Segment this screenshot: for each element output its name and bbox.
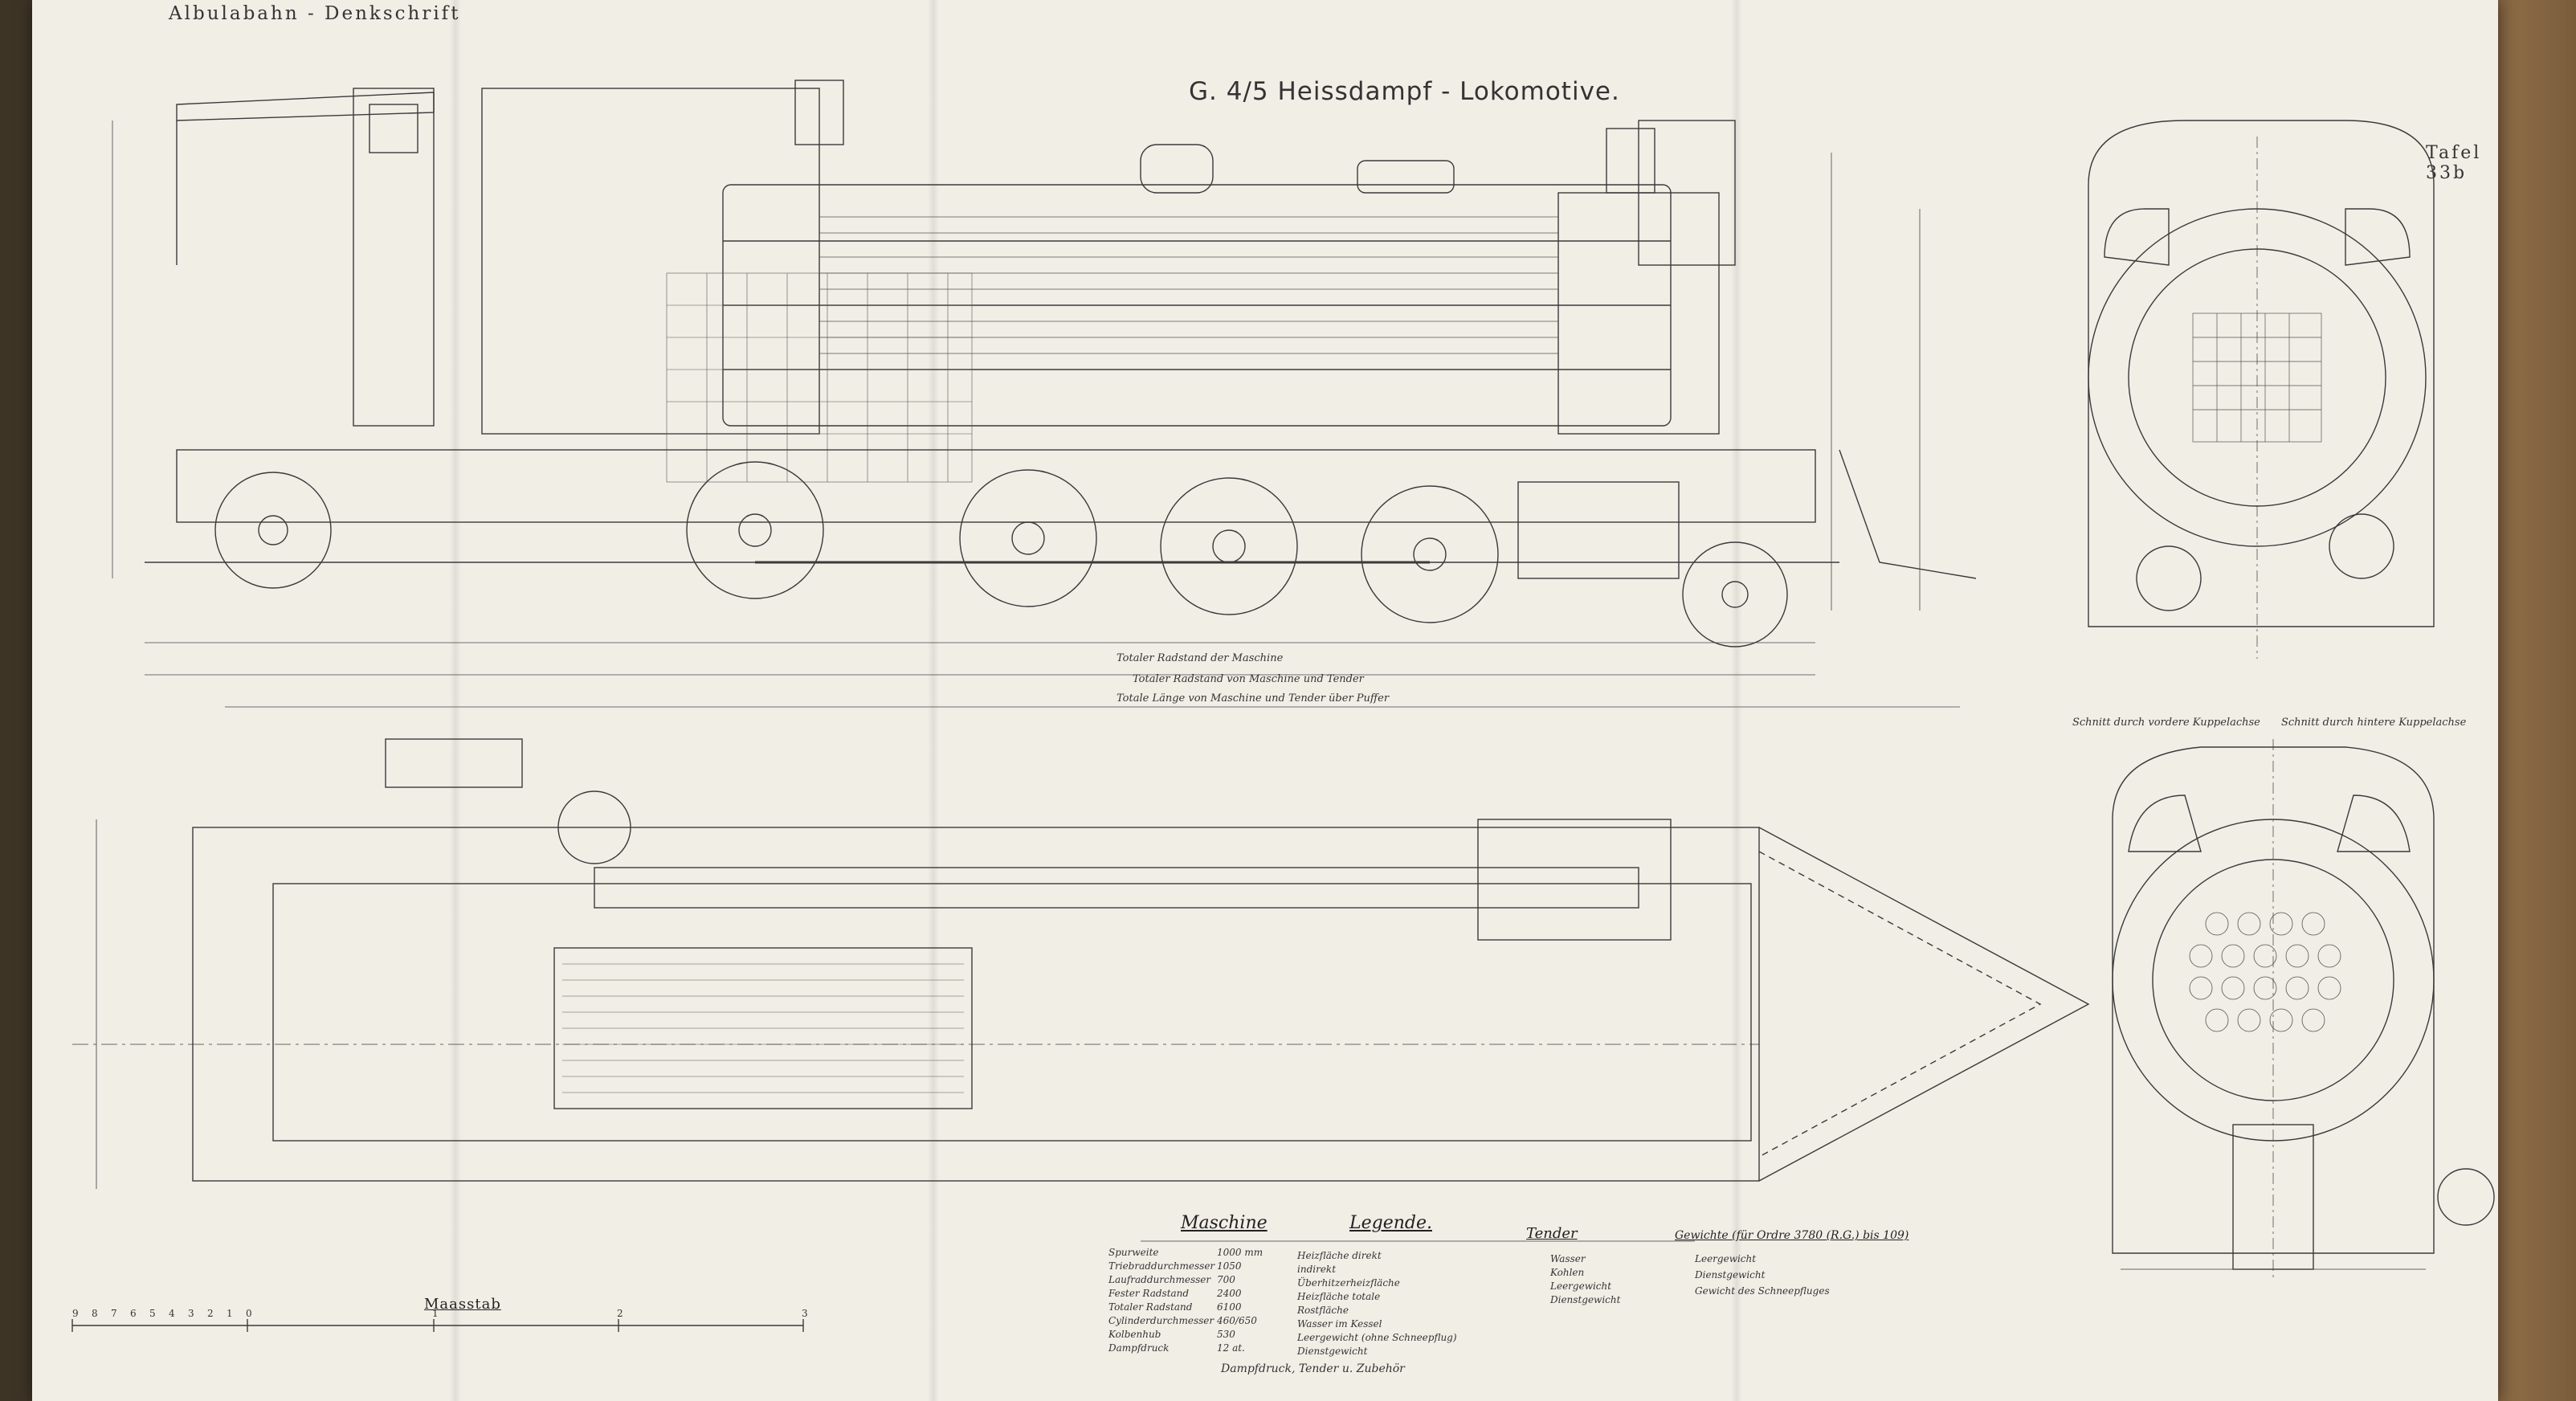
scale-tick-label: 3 [802, 1308, 808, 1319]
series-header: Albulabahn - Denkschrift [169, 3, 461, 24]
legend-maschine-row-value: 2400 [1217, 1288, 1242, 1299]
scale-tick-label: 2 [617, 1308, 623, 1319]
legend-maschine-row: Laufraddurchmesser [1108, 1274, 1211, 1285]
wheelbase-loco-caption: Totaler Radstand der Maschine [1117, 652, 1284, 664]
fold-line [928, 0, 939, 1401]
legend-weights-row: Dienstgewicht [1695, 1269, 1766, 1281]
legend-maschine-row-value: 6100 [1217, 1301, 1242, 1313]
cross-section-front [2088, 120, 2435, 659]
legend-weights-heading: Gewichte (für Ordre 3780 (R.G.) bis 109) [1675, 1229, 1909, 1242]
legend-maschine-row: Spurweite [1108, 1247, 1159, 1258]
legend-maschine-row-value: 530 [1217, 1329, 1235, 1340]
legend-footer: Dampfdruck, Tender u. Zubehör [1221, 1362, 1405, 1375]
scale-tick-label: 2 [207, 1308, 214, 1319]
legend-tender-row: Kohlen [1550, 1267, 1585, 1278]
legend-heading: Legende. [1349, 1213, 1432, 1233]
side-elevation [112, 80, 1977, 708]
legend-heating-row: Dienstgewicht [1297, 1346, 1368, 1357]
legend-weights-row: Leergewicht [1695, 1253, 1757, 1264]
legend-maschine-row: Dampfdruck [1108, 1342, 1170, 1354]
scale-tick-label: 8 [92, 1308, 98, 1319]
scale-tick-label: 5 [149, 1308, 156, 1319]
section-front-caption: Schnitt durch vordere Kuppelachse [2072, 717, 2260, 729]
scale-tick-label: 9 [72, 1308, 79, 1319]
legend-heating-row: Heizfläche direkt [1297, 1250, 1382, 1261]
cross-section-rear [2112, 739, 2495, 1277]
scale-bar [71, 1319, 804, 1332]
technical-drawing [71, 80, 2495, 1332]
drawing-title: G. 4/5 Heissdampf - Lokomotive. [1189, 77, 1620, 106]
drawing-sheet: Albulabahn - Denkschrift G. 4/5 Heissdam… [32, 0, 2498, 1401]
scale-tick-label: 7 [111, 1308, 117, 1319]
legend-heating-row: Wasser im Kessel [1297, 1318, 1382, 1330]
legend-maschine-row-value: 12 at. [1217, 1342, 1245, 1354]
scale-label: Maasstab [424, 1296, 501, 1313]
scale-tick-label: 0 [246, 1308, 252, 1319]
scale-tick-label: 1 [432, 1308, 439, 1319]
book-spine [0, 0, 32, 1401]
legend-maschine-row: Kolbenhub [1108, 1329, 1161, 1340]
legend-maschine-row: Fester Radstand [1108, 1288, 1190, 1299]
length-total-caption: Totale Länge von Maschine und Tender übe… [1117, 692, 1390, 705]
legend-tender-row: Wasser [1550, 1253, 1586, 1264]
legend-tender-heading: Tender [1526, 1225, 1578, 1242]
legend-tender-row: Leergewicht [1550, 1281, 1612, 1292]
scale-tick-label: 4 [169, 1308, 175, 1319]
legend-heating-row: Heizfläche totale [1297, 1291, 1381, 1302]
fold-line [1731, 0, 1742, 1401]
plate-number: Tafel 33b [2426, 143, 2482, 183]
legend-tender-row: Dienstgewicht [1550, 1294, 1621, 1305]
legend-heating-row: indirekt [1297, 1264, 1337, 1275]
legend-weights-row: Gewicht des Schneepfluges [1695, 1285, 1830, 1297]
legend-maschine-row: Cylinderdurchmesser [1108, 1315, 1215, 1326]
legend-maschine-row: Triebraddurchmesser [1108, 1260, 1215, 1272]
plan-view [72, 738, 2090, 1189]
legend-heating-row: Rostfläche [1297, 1305, 1349, 1316]
legend-heating-row: Überhitzerheizfläche [1297, 1277, 1400, 1289]
wheelbase-total-caption: Totaler Radstand von Maschine und Tender [1133, 673, 1364, 685]
legend-heating-row: Leergewicht (ohne Schneepflug) [1297, 1332, 1457, 1343]
legend-maschine-row-value: 1000 mm [1217, 1247, 1264, 1258]
section-rear-caption: Schnitt durch hintere Kuppelachse [2281, 717, 2467, 729]
scale-tick-label: 1 [227, 1308, 233, 1319]
legend-maschine-row-value: 700 [1217, 1274, 1235, 1285]
scale-tick-label: 3 [188, 1308, 194, 1319]
scale-tick-label: 6 [130, 1308, 137, 1319]
legend-maschine-row-value: 1050 [1217, 1260, 1242, 1272]
fold-line [450, 0, 461, 1401]
legend-maschine-heading: Maschine [1181, 1213, 1268, 1233]
legend-maschine-row: Totaler Radstand [1108, 1301, 1193, 1313]
legend-maschine-row-value: 460/650 [1217, 1315, 1257, 1326]
